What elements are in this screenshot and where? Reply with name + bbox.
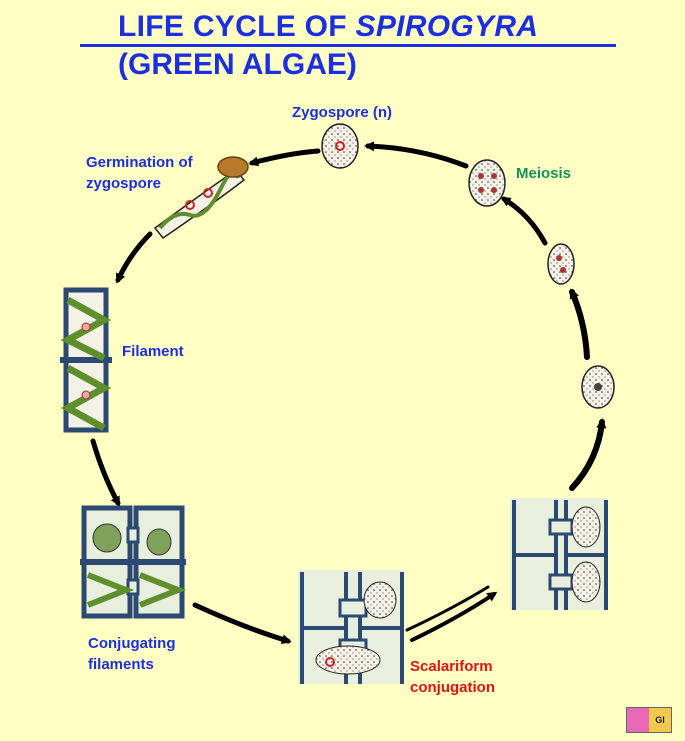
label-filament: Filament	[122, 343, 184, 360]
arrow-icon	[410, 591, 498, 642]
arrow-icon	[405, 585, 490, 632]
dividing-spore-icon	[547, 243, 575, 285]
arrow-icon	[500, 196, 548, 246]
conjugating-filaments-icon	[80, 505, 187, 619]
page-title: LIFE CYCLE OF SPIROGYRA	[118, 10, 539, 43]
title-species: SPIROGYRA	[355, 10, 539, 43]
label-meiosis: Meiosis	[516, 165, 572, 182]
arrow-icon	[90, 438, 121, 507]
meiosis-spore-icon	[468, 159, 506, 207]
germination-icon	[153, 156, 249, 240]
arrow-icon	[248, 148, 321, 167]
label-germination-2: zygospore	[86, 175, 162, 192]
logo-right: GI	[649, 708, 671, 732]
arrow-icon	[192, 602, 292, 645]
arrow-icon	[569, 418, 607, 491]
arrow-icon	[569, 288, 590, 360]
cycle-arrows	[90, 141, 607, 645]
arrow-icon	[115, 231, 153, 284]
zygote-formation-icon	[510, 498, 608, 610]
page-subtitle: (GREEN ALGAE)	[118, 48, 357, 81]
logo-left	[627, 708, 649, 732]
label-scalariform-2: conjugation	[410, 679, 495, 696]
filament-icon	[60, 287, 112, 433]
title-underline	[80, 44, 616, 47]
logo-icon: GI	[626, 707, 672, 733]
label-conjugating-1: Conjugating	[88, 635, 176, 652]
scalariform-conjugation-icon	[298, 570, 404, 684]
label-zygospore: Zygospore (n)	[292, 104, 392, 121]
zygospore-icon	[321, 123, 359, 169]
label-conjugating-2: filaments	[88, 656, 154, 673]
label-scalariform-1: Scalariform	[410, 658, 493, 675]
arrow-icon	[364, 141, 469, 169]
diploid-spore-icon	[581, 365, 615, 409]
label-germination-1: Germination of	[86, 154, 193, 171]
